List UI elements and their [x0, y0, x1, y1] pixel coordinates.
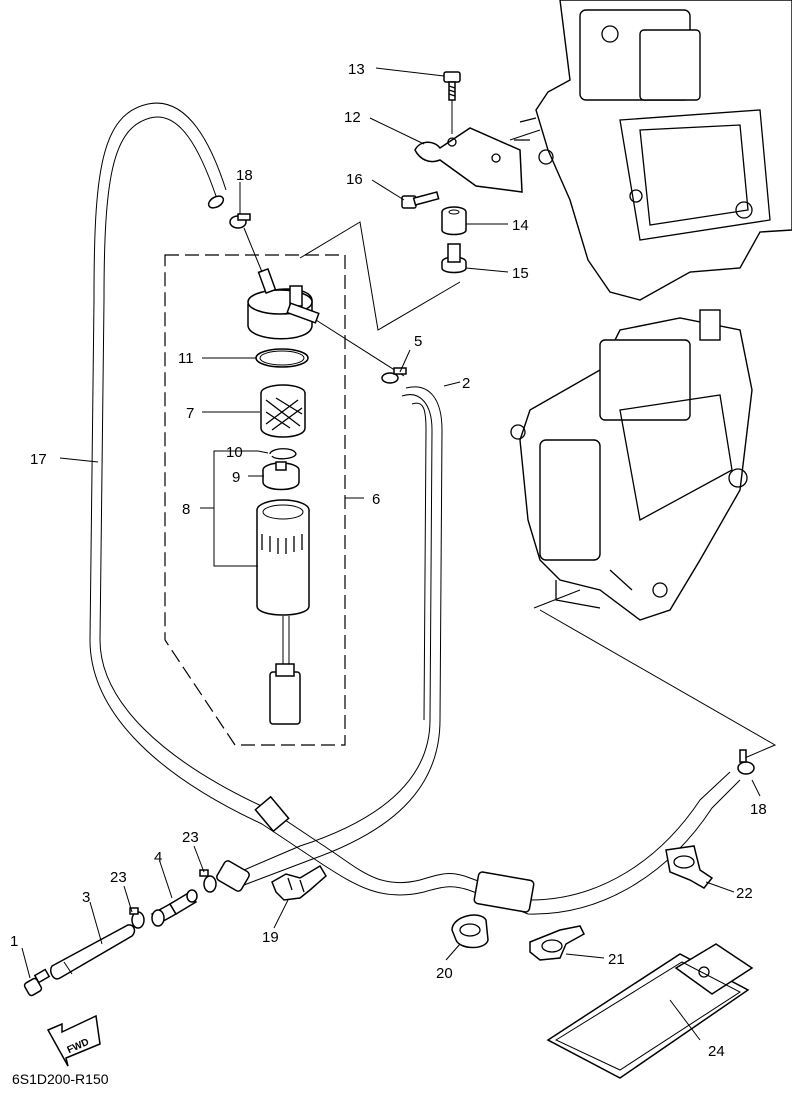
drain-plug-1 [23, 968, 51, 997]
hose-3 [49, 924, 136, 980]
callout-8: 8 [182, 501, 190, 518]
clamp-23b [199, 869, 217, 893]
callout-7: 7 [186, 405, 194, 422]
callout-6: 6 [372, 491, 380, 508]
holder-20 [451, 914, 489, 949]
callout-14: 14 [512, 217, 529, 234]
bracket-12 [414, 127, 523, 193]
hose-2 [216, 386, 443, 892]
holder-22 [665, 845, 714, 889]
hose-17 [89, 102, 741, 915]
callout-24: 24 [708, 1043, 725, 1060]
holder-19 [271, 864, 327, 901]
connector-4 [150, 889, 198, 927]
callout-22: 22 [736, 885, 753, 902]
filter-element [260, 384, 306, 438]
float [262, 461, 300, 491]
clamp-23a [129, 907, 145, 929]
clip [269, 448, 297, 460]
clip-18-lower [737, 749, 755, 775]
callout-13: 13 [348, 61, 365, 78]
diagram-reference-code: 6S1D200-R150 [12, 1071, 109, 1087]
callout-9: 9 [232, 469, 240, 486]
grommet-14 [441, 206, 467, 236]
callout-3: 3 [82, 889, 90, 906]
filter-head [247, 267, 405, 377]
fwd-arrow-icon: FWD [46, 1014, 101, 1067]
callout-4: 4 [154, 849, 162, 866]
callout-2: 2 [462, 375, 470, 392]
callout-23a: 23 [110, 869, 127, 886]
clip-18-upper [229, 213, 263, 273]
callout-23b: 23 [182, 829, 199, 846]
bolt-16 [401, 191, 440, 209]
collar-15 [441, 243, 467, 274]
holder-21 [529, 925, 585, 961]
callout-10: 10 [226, 444, 243, 461]
o-ring [255, 348, 309, 368]
callout-12: 12 [344, 109, 361, 126]
leader-lines [21, 67, 761, 1041]
callout-16: 16 [346, 171, 363, 188]
callout-labels: 1 2 3 4 5 6 7 8 9 10 11 12 13 14 15 16 1… [10, 61, 767, 1060]
callout-5: 5 [414, 333, 422, 350]
callout-21: 21 [608, 951, 625, 968]
callout-19: 19 [262, 929, 279, 946]
callout-20: 20 [436, 965, 453, 982]
engine-upper-block [514, 0, 792, 301]
callout-11: 11 [178, 350, 194, 367]
engine-lower-block [510, 309, 753, 621]
callout-15: 15 [512, 265, 529, 282]
callout-18-upper: 18 [236, 167, 253, 184]
callout-1: 1 [10, 933, 18, 950]
bolt-13 [443, 71, 461, 134]
assembly-boundary-6 [164, 254, 346, 746]
callout-18-lower: 18 [750, 801, 767, 818]
fuel-filter-assembly [164, 254, 405, 746]
tool-bag-24 [546, 943, 754, 1079]
callout-17: 17 [30, 451, 47, 468]
filter-cup [256, 499, 310, 725]
